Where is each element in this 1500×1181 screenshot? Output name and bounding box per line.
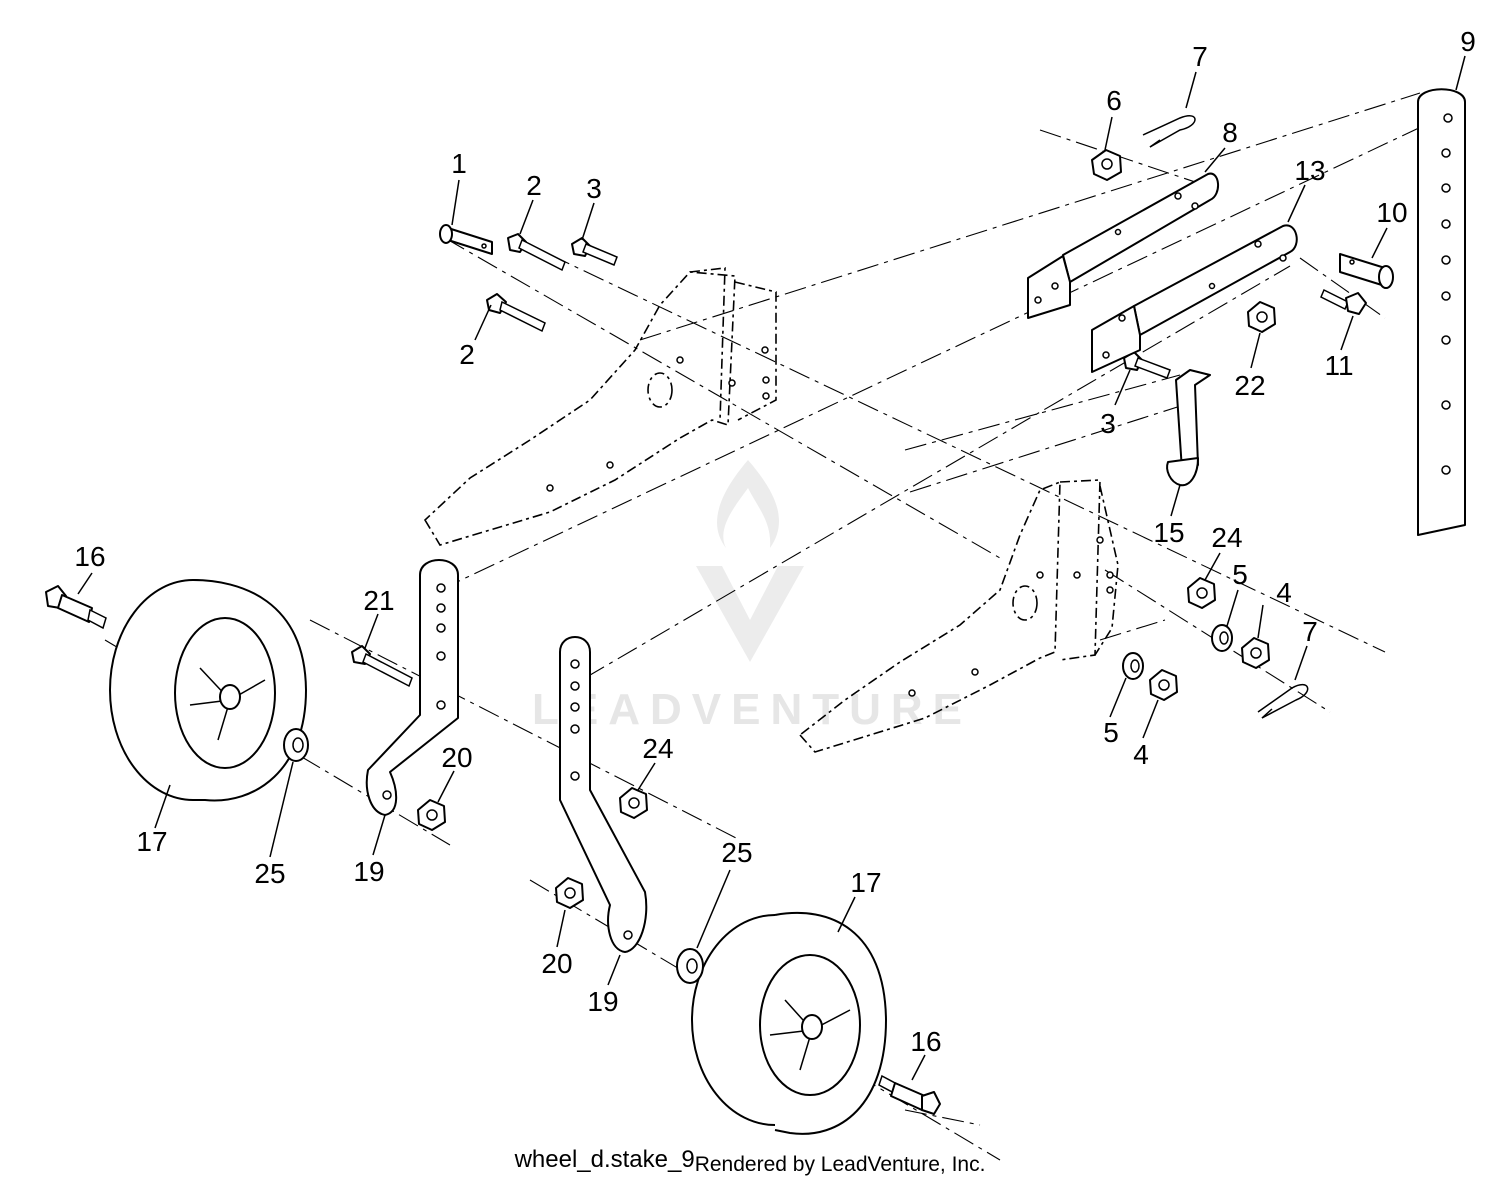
stake-bracket-part-8 — [1027, 172, 1219, 319]
flat-washer-part-25-right — [676, 948, 704, 984]
callout-part-25-right: 25 — [721, 837, 752, 868]
callout-part-19-right: 19 — [587, 986, 618, 1017]
callout-numbers: 1 2 3 2 6 7 8 9 13 10 11 22 3 15 24 5 4 … — [74, 26, 1475, 1057]
slide-bracket-part-15 — [1166, 369, 1211, 487]
hex-bolt-part-2-lower — [486, 293, 546, 333]
hex-nut-part-4-upper — [1241, 637, 1270, 669]
wheel-part-17-right — [691, 911, 887, 1135]
stake-bracket-part-13 — [1091, 224, 1298, 373]
wheel-bracket-part-19-left — [365, 559, 459, 816]
right-frame-phantom — [798, 479, 1119, 753]
callout-part-5-lower: 5 — [1103, 717, 1119, 748]
diagram-code: wheel_d.stake_9 — [514, 1146, 695, 1173]
hex-nut-part-20-right — [555, 877, 584, 909]
callout-part-19-left: 19 — [353, 856, 384, 887]
callout-part-16-upper: 16 — [74, 541, 105, 572]
callout-part-5-upper: 5 — [1232, 559, 1248, 590]
lock-washer-part-5-upper — [1211, 624, 1233, 652]
callout-part-20-right: 20 — [541, 948, 572, 979]
hairpin-clip-part-7-lower — [1257, 683, 1309, 719]
depth-stake-part-9 — [1417, 88, 1466, 536]
callout-part-20-left: 20 — [441, 742, 472, 773]
callout-part-3-right: 3 — [1100, 408, 1116, 439]
hex-nut-part-4-lower — [1149, 669, 1178, 701]
callout-part-3-upper: 3 — [586, 173, 602, 204]
callout-part-7-upper: 7 — [1192, 41, 1208, 72]
callout-part-8: 8 — [1222, 117, 1238, 148]
callout-part-25-left: 25 — [254, 858, 285, 889]
shoulder-bolt-part-16-lower — [878, 1074, 941, 1115]
wheel-part-17-left — [109, 579, 307, 802]
callout-part-4-upper: 4 — [1276, 577, 1292, 608]
callout-part-9: 9 — [1460, 26, 1476, 57]
callout-part-24-upper: 24 — [1211, 522, 1242, 553]
hex-nut-part-20-left — [417, 799, 446, 831]
callout-part-2-upper: 2 — [526, 170, 542, 201]
diagram-caption: wheel_d.stake_9Rendered by LeadVenture, … — [0, 1146, 1500, 1176]
flange-nut-part-24-upper — [1187, 577, 1216, 609]
callout-part-22: 22 — [1234, 370, 1265, 401]
hex-bolt-part-3-right — [1123, 351, 1171, 379]
callout-part-1: 1 — [451, 148, 467, 179]
hex-bolt-part-2-upper — [507, 233, 566, 272]
callout-part-2-lower: 2 — [459, 339, 475, 370]
hex-nut-part-22 — [1247, 301, 1276, 333]
lock-washer-part-5-lower — [1122, 652, 1144, 680]
clevis-pin-part-1 — [439, 224, 493, 255]
hex-bolt-part-11 — [1320, 288, 1367, 315]
callout-part-16-lower: 16 — [910, 1026, 941, 1057]
shoulder-bolt-part-16-upper — [45, 585, 107, 630]
rendered-by-credit: Rendered by LeadVenture, Inc. — [694, 1153, 986, 1176]
hex-bolt-part-21 — [351, 645, 413, 688]
hex-bolt-part-3-upper — [571, 237, 618, 266]
flange-nut-part-24-lower — [619, 787, 648, 819]
callout-part-15: 15 — [1153, 517, 1184, 548]
callout-part-17-right: 17 — [850, 867, 881, 898]
hairpin-clip-part-7-upper — [1142, 115, 1196, 148]
watermark-text: LEADVENTURE — [532, 685, 972, 734]
callout-part-24-lower: 24 — [642, 733, 673, 764]
callout-part-10: 10 — [1376, 197, 1407, 228]
callout-part-6: 6 — [1106, 85, 1122, 116]
left-frame-phantom — [423, 267, 777, 546]
hex-nut-part-6 — [1091, 149, 1122, 181]
clevis-pin-part-10 — [1339, 253, 1394, 289]
flat-washer-part-25-left — [283, 728, 309, 762]
callout-leader-lines — [77, 55, 1466, 1081]
wheel-bracket-part-19-right — [559, 636, 648, 953]
callout-part-7-lower: 7 — [1302, 616, 1318, 647]
callout-part-17-left: 17 — [136, 826, 167, 857]
leadventure-watermark: LEADVENTURE — [532, 460, 972, 734]
callout-part-4-lower: 4 — [1133, 739, 1149, 770]
callout-part-13: 13 — [1294, 155, 1325, 186]
callout-part-11: 11 — [1324, 350, 1353, 381]
callout-part-21: 21 — [363, 585, 394, 616]
